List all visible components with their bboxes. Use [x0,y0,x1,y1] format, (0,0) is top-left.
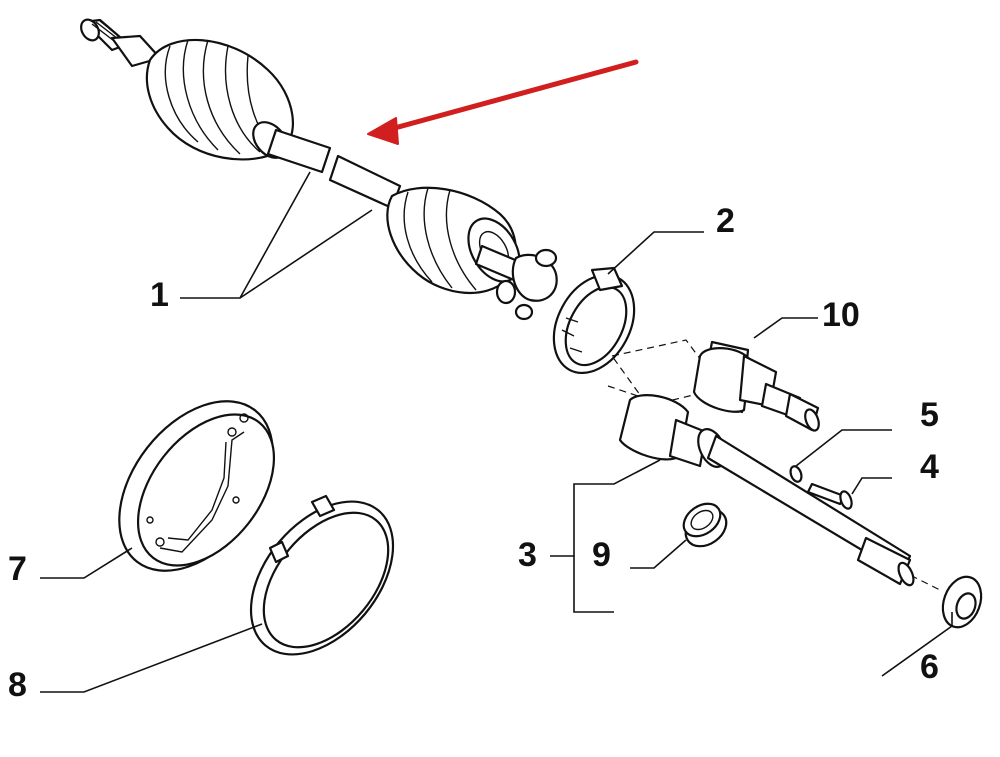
washer [789,465,803,483]
intermediate-shaft [618,394,915,587]
callout-6: 6 [920,648,939,686]
callout-labels: 1 2 3 4 5 6 7 8 9 10 [8,202,939,704]
callout-7: 7 [8,550,27,588]
inner-joint-housing [692,340,820,432]
alignment-guide-2 [607,385,645,399]
tripod-joint [474,244,558,321]
drive-shaft-assembly [80,18,558,321]
clamp-band [249,494,395,656]
callout-3: 3 [518,536,537,574]
leader-lines [40,171,953,693]
callout-1: 1 [150,276,169,314]
callout-10: 10 [822,296,860,334]
seal-ring [682,502,728,548]
callout-8: 8 [8,666,27,704]
half-shaft-bar [266,128,402,210]
red-arrow-indicator [367,59,639,145]
shaft-splined-end [80,18,162,68]
callout-4: 4 [920,448,939,486]
dust-cap [941,575,983,629]
shield-housing [118,400,276,572]
callout-9: 9 [592,536,611,574]
alignment-guide-3 [899,569,941,591]
bolt [806,482,853,510]
boot-clamp-ring [552,266,636,375]
callout-5: 5 [920,396,939,434]
callout-2: 2 [716,202,735,240]
